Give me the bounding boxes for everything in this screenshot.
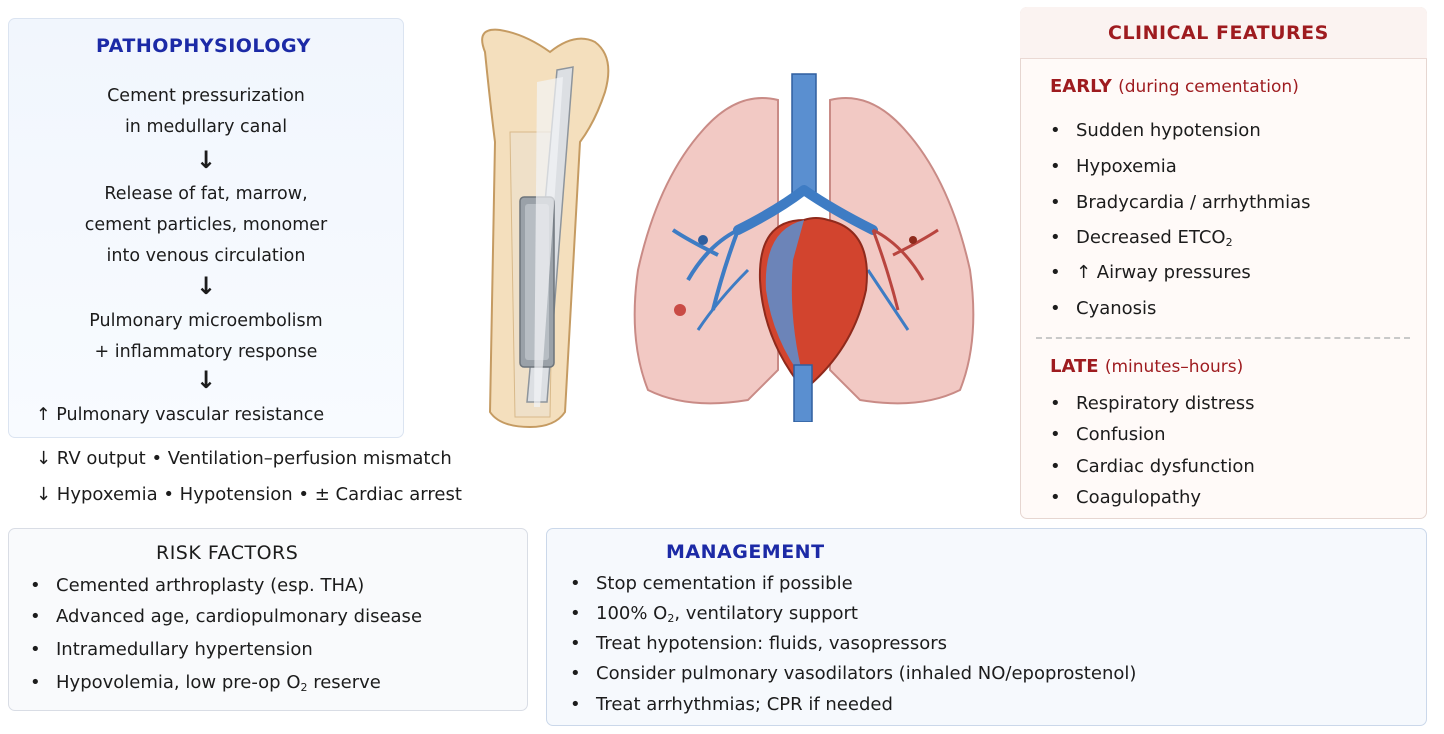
management-panel [546, 528, 1427, 726]
flow-step-2: Release of fat, marrow, cement particles… [8, 179, 404, 272]
management-item: • Treat hypotension: fluids, vasopressors [570, 633, 947, 654]
management-item-text: Treat arrhythmias; CPR if needed [596, 694, 893, 715]
early-item-text: Bradycardia / arrhythmias [1076, 192, 1311, 213]
late-item-text: Respiratory distress [1076, 393, 1255, 414]
outcome-line-2: ↓ Hypoxemia • Hypotension • ± Cardiac ar… [36, 484, 462, 505]
management-item-text: Treat hypotension: fluids, vasopressors [596, 633, 947, 654]
risk-item-text: Cemented arthroplasty (esp. THA) [56, 575, 365, 596]
risk-item-text: reserve [307, 672, 381, 693]
bullet-icon: • [570, 633, 581, 654]
section-divider [1036, 337, 1410, 339]
bullet-icon: • [30, 639, 41, 660]
flow-step-1-line-1: Cement pressurization [107, 86, 305, 106]
early-heading: EARLY (during cementation) [1050, 76, 1299, 97]
pathophysiology-panel [8, 18, 404, 438]
management-item: • Treat arrhythmias; CPR if needed [570, 694, 893, 715]
flow-step-3: Pulmonary microembolism + inflammatory r… [8, 306, 404, 368]
subscript: 2 [1225, 236, 1233, 249]
bullet-icon: • [1050, 262, 1061, 283]
bullet-icon: • [30, 575, 41, 596]
flow-arrow-3: ↓ [195, 366, 217, 394]
management-item: • 100% O2, ventilatory support [570, 603, 858, 625]
early-item-text: Decreased ETCO [1076, 227, 1226, 248]
bullet-icon: • [570, 573, 581, 594]
early-item: • Sudden hypotension [1050, 120, 1261, 141]
late-item: • Respiratory distress [1050, 393, 1255, 414]
flow-step-2-line-3: into venous circulation [106, 246, 306, 266]
late-item-text: Coagulopathy [1076, 487, 1202, 508]
femur-illustration [481, 28, 610, 429]
management-item: • Stop cementation if possible [570, 573, 853, 594]
management-item-text: Consider pulmonary vasodilators (inhaled… [596, 663, 1137, 684]
bullet-icon: • [1050, 298, 1061, 319]
pathophysiology-title: PATHOPHYSIOLOGY [96, 35, 311, 57]
flow-step-2-line-2: cement particles, monomer [84, 215, 328, 235]
risk-item: • Advanced age, cardiopulmonary disease [30, 606, 422, 627]
subscript: 2 [300, 681, 308, 694]
management-item-text: 100% O [596, 603, 668, 624]
subscript: 2 [667, 612, 675, 625]
risk-item: • Intramedullary hypertension [30, 639, 313, 660]
early-item: • Bradycardia / arrhythmias [1050, 192, 1311, 213]
flow-step-1: Cement pressurization in medullary canal [8, 81, 404, 143]
late-item: • Coagulopathy [1050, 487, 1201, 508]
early-label: EARLY [1050, 76, 1112, 97]
late-item-text: Confusion [1076, 424, 1166, 445]
lungs-heart-illustration [633, 73, 975, 422]
clinical-features-title: CLINICAL FEATURES [1108, 22, 1329, 44]
flow-step-4: ↑ Pulmonary vascular resistance [36, 405, 325, 425]
bullet-icon: • [1050, 156, 1061, 177]
late-note: (minutes–hours) [1104, 357, 1244, 377]
clinical-features-header [1020, 7, 1427, 59]
risk-item-text: Intramedullary hypertension [56, 639, 313, 660]
management-title: MANAGEMENT [666, 541, 825, 563]
flow-arrow-2: ↓ [195, 272, 217, 300]
clinical-features-panel [1020, 7, 1427, 519]
bullet-icon: • [1050, 120, 1061, 141]
late-label: LATE [1050, 356, 1099, 377]
flow-step-1-line-2: in medullary canal [124, 117, 288, 137]
early-item-text: ↑ Airway pressures [1076, 262, 1251, 283]
risk-item: • Cemented arthroplasty (esp. THA) [30, 575, 364, 596]
bullet-icon: • [1050, 192, 1061, 213]
early-item-text: Sudden hypotension [1076, 120, 1261, 141]
late-item: • Cardiac dysfunction [1050, 456, 1255, 477]
bullet-icon: • [30, 606, 41, 627]
late-item-text: Cardiac dysfunction [1076, 456, 1255, 477]
late-heading: LATE (minutes–hours) [1050, 356, 1243, 377]
flow-arrow-1: ↓ [195, 146, 217, 174]
risk-item: • Hypovolemia, low pre-op O2 reserve [30, 672, 381, 694]
risk-item-text: Advanced age, cardiopulmonary disease [56, 606, 423, 627]
outcome-line-1: ↓ RV output • Ventilation–perfusion mism… [36, 448, 452, 469]
bullet-icon: • [1050, 487, 1061, 508]
management-item-text: Stop cementation if possible [596, 573, 853, 594]
risk-item-text: Hypovolemia, low pre-op O [56, 672, 301, 693]
risk-factors-title: RISK FACTORS [156, 542, 299, 564]
bullet-icon: • [570, 603, 581, 624]
early-item: • ↑ Airway pressures [1050, 262, 1251, 283]
bullet-icon: • [1050, 424, 1061, 445]
early-note: (during cementation) [1118, 77, 1299, 97]
risk-factors-panel [8, 528, 528, 711]
management-item-text: , ventilatory support [674, 603, 858, 624]
flow-step-3-line-1: Pulmonary microembolism [89, 311, 323, 331]
early-item: • Decreased ETCO2 [1050, 227, 1233, 249]
early-item-text: Cyanosis [1076, 298, 1157, 319]
early-item: • Cyanosis [1050, 298, 1156, 319]
flow-step-3-line-2: + inflammatory response [94, 342, 318, 362]
bullet-icon: • [570, 663, 581, 684]
bullet-icon: • [1050, 227, 1061, 248]
bullet-icon: • [1050, 456, 1061, 477]
early-item-text: Hypoxemia [1076, 156, 1177, 177]
flow-step-2-line-1: Release of fat, marrow, [104, 184, 308, 204]
bullet-icon: • [1050, 393, 1061, 414]
late-item: • Confusion [1050, 424, 1166, 445]
management-item: • Consider pulmonary vasodilators (inhale… [570, 663, 1136, 684]
bullet-icon: • [30, 672, 41, 693]
early-item: • Hypoxemia [1050, 156, 1177, 177]
bullet-icon: • [570, 694, 581, 715]
